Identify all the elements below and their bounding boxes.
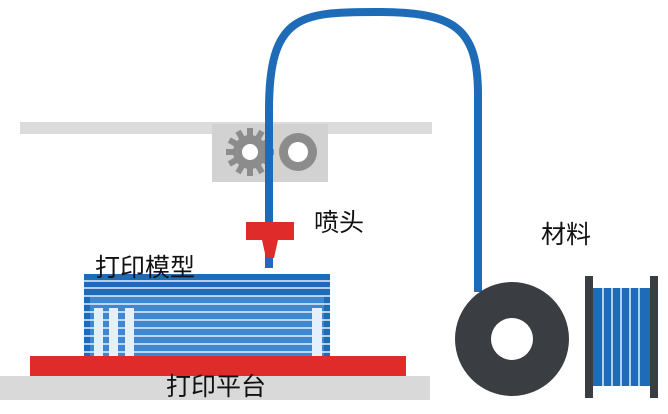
idler-wheel-icon: [279, 133, 317, 171]
print-model: [84, 274, 330, 359]
spool-side-icon: [585, 276, 658, 398]
print-platform: [30, 356, 406, 376]
model-label: 打印模型: [95, 253, 196, 282]
nozzle-label: 喷头: [314, 208, 365, 237]
filament-line: [265, 7, 482, 292]
material-label: 材料: [541, 220, 592, 249]
nozzle: [246, 222, 294, 258]
gear-icon: [226, 128, 274, 176]
printer-base: [0, 376, 430, 400]
spool-icon: [455, 282, 569, 396]
platform-label: 打印平台: [166, 372, 267, 401]
